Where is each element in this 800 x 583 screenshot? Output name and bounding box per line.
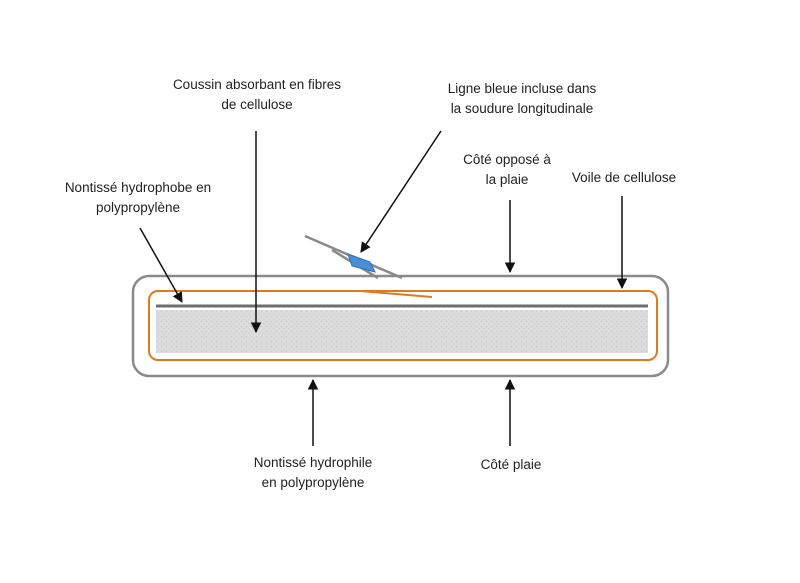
label-coussin-line1: Coussin absorbant en fibres xyxy=(173,77,341,92)
blue-line-marker xyxy=(347,253,376,273)
label-nontisse-hydrophile-line1: Nontissé hydrophile xyxy=(254,455,373,470)
arrow-ligne-bleue xyxy=(360,130,442,253)
label-voile-cellulose: Voile de cellulose xyxy=(572,170,676,185)
label-nontisse-hydrophobe-line1: Nontissé hydrophobe en xyxy=(65,180,211,195)
arrow-nontisse-hydrophobe xyxy=(139,227,183,303)
absorbent-cellulose-pad xyxy=(156,310,648,353)
label-cote-oppose-line1: Côté opposé à xyxy=(463,152,551,167)
label-nontisse-hydrophobe-line2: polypropylène xyxy=(96,200,180,215)
label-cote-oppose-line2: la plaie xyxy=(486,172,529,187)
label-cote-plaie: Côté plaie xyxy=(481,457,542,472)
label-ligne-bleue-line1: Ligne bleue incluse dans xyxy=(448,81,597,96)
label-ligne-bleue-line2: la soudure longitudinale xyxy=(451,101,594,116)
cellulose-veil xyxy=(148,290,658,361)
cellulose-veil-overlap xyxy=(359,290,433,298)
label-nontisse-hydrophile-line2: en polypropylène xyxy=(262,475,365,490)
label-coussin-line2: de cellulose xyxy=(221,97,292,112)
